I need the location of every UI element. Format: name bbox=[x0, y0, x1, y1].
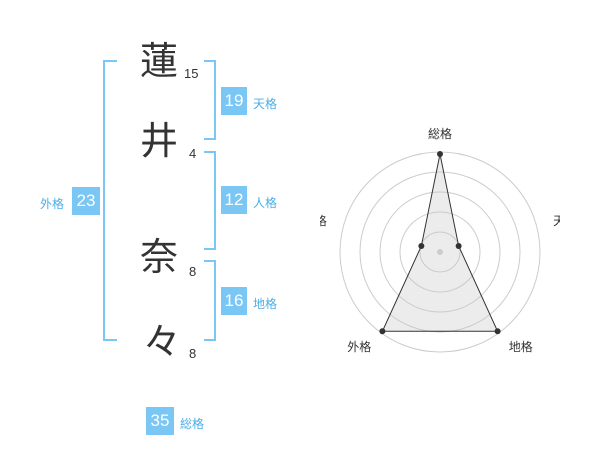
chikaku-value: 16 bbox=[221, 287, 247, 315]
radar-point-4 bbox=[379, 328, 386, 335]
radar-axis-label-3: 地格 bbox=[509, 339, 533, 354]
name-char-2: 井 bbox=[140, 119, 179, 163]
gaikaku-bracket bbox=[103, 60, 117, 341]
radar-series-area bbox=[381, 153, 499, 332]
radar-chart: 総格天格地格 外格 人格 bbox=[320, 126, 560, 354]
stroke-count-1: 15 bbox=[184, 66, 199, 81]
radar-grid-ring-2 bbox=[399, 211, 481, 293]
radar-grid-ring-1 bbox=[419, 231, 461, 273]
jinkaku-label: 人格 bbox=[253, 196, 278, 210]
name-char-3: 奈 bbox=[140, 235, 179, 279]
name-char-1: 蓮 bbox=[140, 39, 179, 83]
chikaku-bracket bbox=[204, 260, 216, 341]
stroke-count-3: 8 bbox=[189, 264, 197, 279]
radar-grid-ring-4 bbox=[359, 171, 521, 333]
tenkaku-bracket bbox=[204, 60, 216, 140]
tenkaku-value: 19 bbox=[221, 87, 247, 115]
radar-axis-label-1: 総格 bbox=[428, 126, 452, 141]
stroke-count-4: 8 bbox=[189, 346, 197, 361]
jinkaku-bracket bbox=[204, 151, 216, 250]
radar-axis-label-2: 天格 bbox=[553, 213, 560, 228]
gaikaku-value: 23 bbox=[72, 187, 100, 215]
radar-point-2 bbox=[455, 242, 462, 249]
gaikaku-label: 外格 bbox=[40, 197, 65, 211]
jinkaku-value: 12 bbox=[221, 186, 247, 214]
radar-point-3 bbox=[494, 328, 501, 335]
radar-point-5 bbox=[418, 242, 425, 249]
radar-axis-label-5: 人格 bbox=[320, 213, 327, 228]
radar-point-1 bbox=[437, 151, 443, 157]
tenkaku-label: 天格 bbox=[253, 97, 278, 111]
radar-center-dot bbox=[437, 249, 443, 255]
soukaku-label: 総格 bbox=[180, 417, 205, 431]
name-char-4: 々 bbox=[143, 320, 182, 364]
stroke-count-2: 4 bbox=[189, 146, 197, 161]
chikaku-label: 地格 bbox=[253, 297, 278, 311]
soukaku-value: 35 bbox=[146, 407, 174, 435]
radar-axis-label-4: 外格 bbox=[347, 339, 371, 354]
radar-grid-ring-3 bbox=[379, 191, 501, 313]
